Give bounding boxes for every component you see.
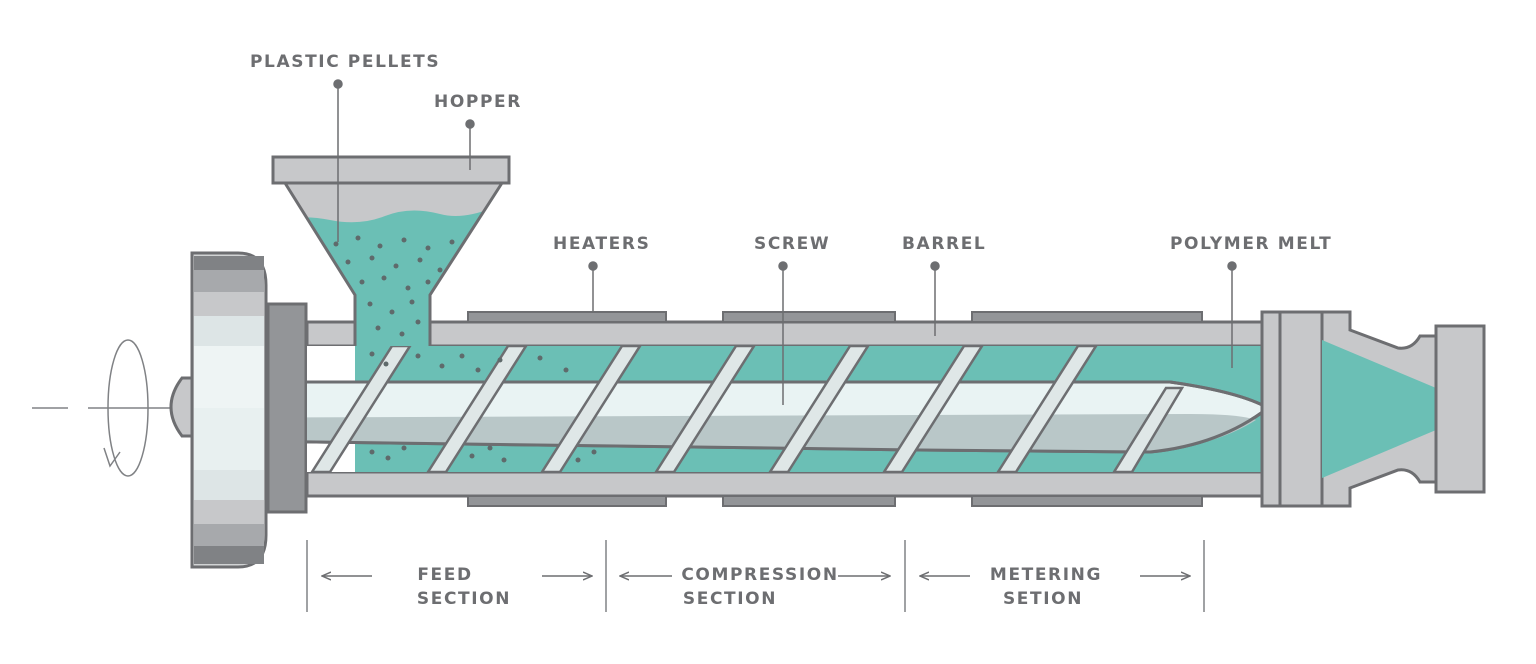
label-barrel: BARREL xyxy=(902,234,986,254)
metering-section-line2: SETION xyxy=(1003,589,1083,609)
heaters xyxy=(467,311,1203,507)
leader-lines xyxy=(333,79,1237,405)
section-dividers xyxy=(306,540,1205,612)
screw-flights xyxy=(310,346,1185,472)
compression-section-line2: SECTION xyxy=(683,589,777,609)
die-assembly xyxy=(1260,310,1486,508)
metering-section-line1: METERING xyxy=(990,565,1102,585)
compression-section-line1: COMPRESSION xyxy=(681,565,838,585)
label-polymer-melt: POLYMER MELT xyxy=(1170,234,1332,254)
label-heaters: HEATERS xyxy=(553,234,650,254)
mounting-flange xyxy=(266,302,308,514)
label-screw: SCREW xyxy=(754,234,830,254)
rotation-arrow-icon xyxy=(32,339,170,477)
label-plastic-pellets: PLASTIC PELLETS xyxy=(250,52,440,72)
label-hopper: HOPPER xyxy=(434,92,522,112)
feed-section-line2: SECTION xyxy=(417,589,511,609)
drive-disc xyxy=(190,251,268,569)
feed-section-line1: FEED xyxy=(417,565,472,585)
barrel-pellets xyxy=(369,351,597,463)
